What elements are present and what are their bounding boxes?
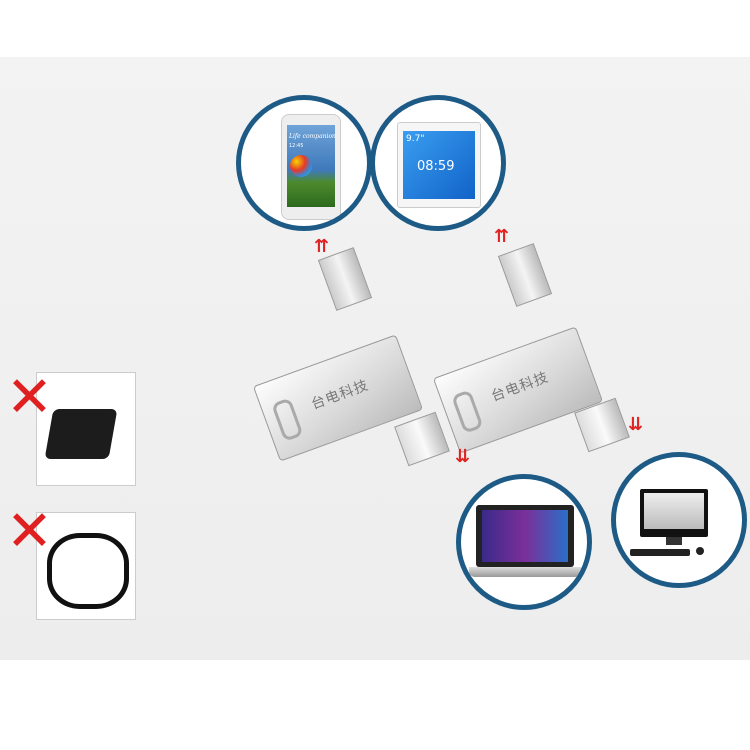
phone-circle: Life companion 12:45 [236,95,372,231]
tablet-image: 9.7" 08:59 [397,122,481,208]
usb-cable-image [47,533,129,609]
x-mark-icon: ✕ [6,365,53,430]
smartphone-image: Life companion 12:45 [281,114,341,220]
keyring-hole [451,389,484,434]
laptop-circle [456,474,592,610]
card-reader-image [44,409,118,459]
laptop-image [476,505,574,567]
brand-logo: 台电科技 [489,369,552,405]
double-arrow-down-icon: ⇊ [628,414,644,435]
card-reader-box [36,372,136,486]
x-mark-icon: ✕ [6,499,53,564]
laptop-base [469,567,581,577]
tablet-circle: 9.7" 08:59 [370,95,506,231]
double-arrow-up-icon: ⇈ [314,236,330,257]
desktop-monitor-image [640,489,708,545]
double-arrow-down-icon: ⇊ [455,446,471,467]
mouse-image [696,547,704,555]
brand-logo: 台电科技 [309,377,372,413]
phone-clock: 12:45 [289,143,304,149]
tablet-clock: 08:59 [417,159,455,174]
tablet-size-label: 9.7" [406,134,425,144]
desktop-circle [611,452,747,588]
keyring-hole [271,397,304,442]
phone-wallpaper-balls [290,155,312,177]
double-arrow-up-icon: ⇈ [494,226,510,247]
phone-screen-text: Life companion [289,133,336,140]
keyboard-image [630,549,690,556]
cable-box [36,512,136,620]
